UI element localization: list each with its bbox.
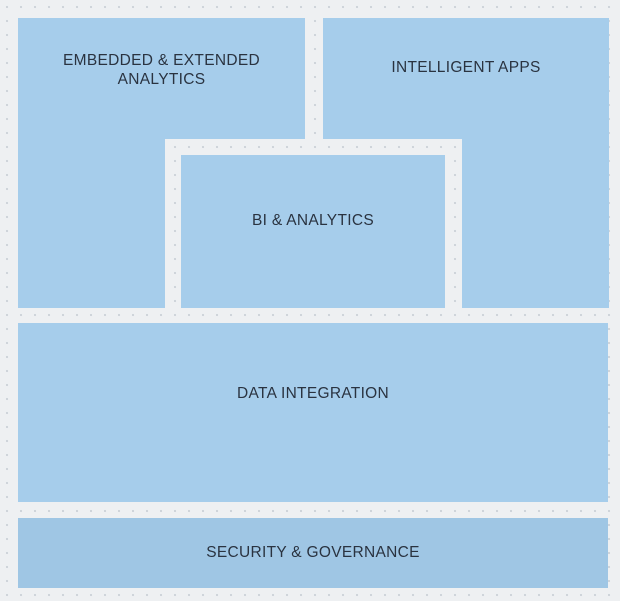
bi-analytics-block <box>181 155 445 308</box>
data-integration-label: DATA INTEGRATION <box>236 385 390 402</box>
data-integration-block <box>18 323 608 502</box>
security-governance-label: SECURITY & GOVERNANCE <box>206 544 420 561</box>
bi-analytics-label: BI & ANALYTICS <box>252 212 374 229</box>
embedded-label-line2: ANALYTICS <box>117 71 206 88</box>
embedded-label-line1: EMBEDDED & EXTENDED <box>63 52 260 69</box>
intelligent-apps-label: INTELLIGENT APPS <box>391 59 541 76</box>
security-governance-block <box>18 518 608 588</box>
embedded-extended-analytics-label: EMBEDDED & EXTENDED ANALYTICS <box>18 51 305 89</box>
